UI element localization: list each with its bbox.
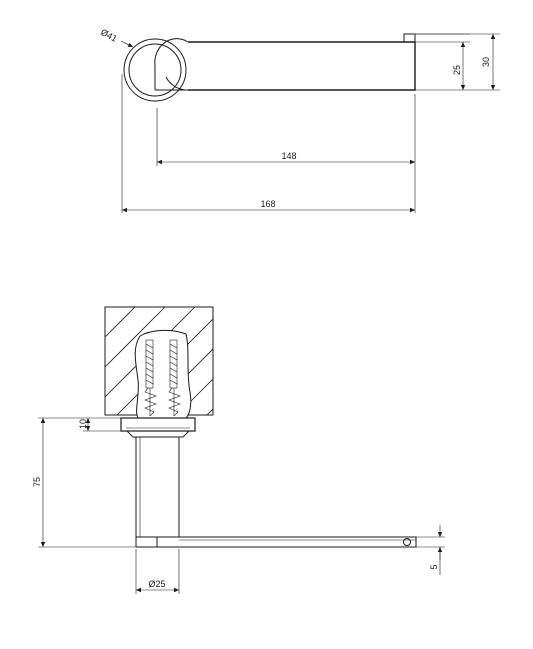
dim-height-outer: 30	[481, 57, 491, 67]
diameter-leader	[120, 40, 134, 48]
arm-end-pin	[403, 538, 411, 546]
dim-height-inner: 25	[452, 65, 462, 75]
horizontal-arm	[136, 536, 417, 548]
cover-ring	[126, 430, 190, 438]
dim-arm-thickness: 5	[429, 564, 439, 569]
dim-height: 75	[32, 477, 42, 487]
dim-diameter-base: Ø41	[99, 27, 119, 44]
front-view: 10 75 Ø25 5	[32, 306, 445, 594]
round-base-outer	[123, 38, 187, 102]
wall-screw-left	[144, 339, 157, 417]
drill-cavity	[134, 329, 192, 419]
wall-screw-right	[168, 339, 181, 417]
arm-end-tab	[403, 33, 416, 43]
round-base-inner	[128, 43, 182, 97]
dim-total-length: 168	[260, 199, 275, 209]
arm-rounded-end	[154, 38, 189, 90]
dim-tube-diameter: Ø25	[148, 579, 165, 589]
base-plate	[120, 417, 196, 432]
holder-arm	[188, 41, 416, 91]
dim-arm-length: 148	[281, 151, 296, 161]
top-view: Ø41 25 30 148 168	[99, 27, 500, 213]
dim-base-thickness: 10	[78, 419, 88, 429]
